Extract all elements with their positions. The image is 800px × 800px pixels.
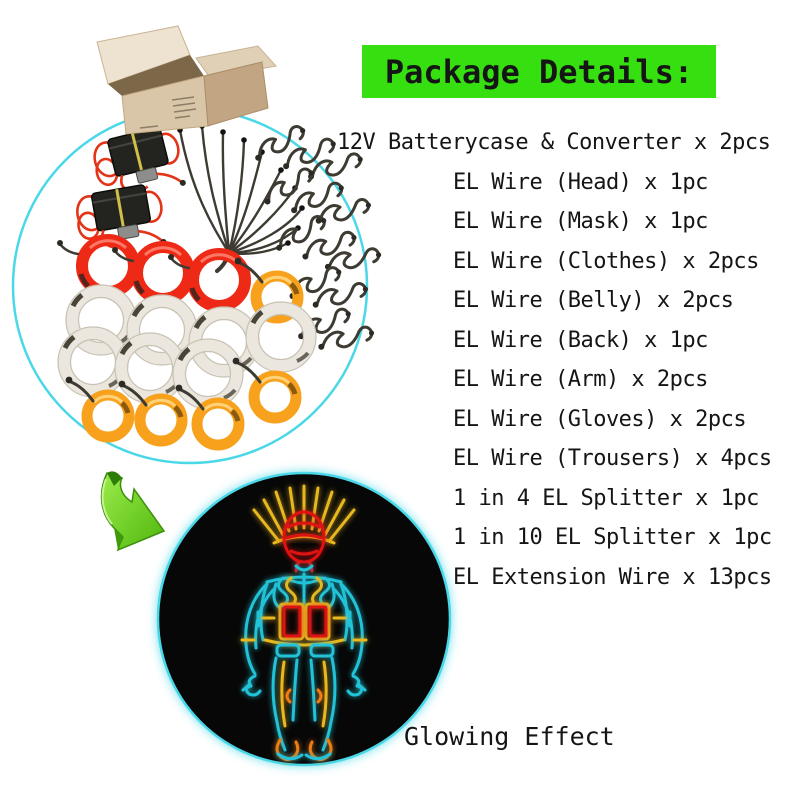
package-list-item: EL Wire (Head) x 1pc: [453, 169, 708, 195]
legs: [271, 643, 337, 752]
mask: [282, 510, 326, 573]
arms: [240, 582, 368, 697]
package-list-item: EL Wire (Arm) x 2pcs: [453, 367, 708, 392]
page-title: Package Details:: [362, 45, 716, 98]
box-print-text: [139, 96, 197, 129]
shipping-box: [96, 25, 277, 135]
glowing-effect-caption: Glowing Effect: [404, 722, 615, 751]
green-curved-arrow: [100, 471, 166, 552]
package-list-item: 12V Batterycase & Converter x 2pcs: [337, 130, 771, 155]
package-list-item: EL Wire (Trousers) x 4pcs: [453, 446, 772, 471]
package-list-item: 1 in 4 EL Splitter x 1pc: [453, 485, 759, 511]
contents-circle-photo: [11, 107, 385, 465]
package-list-item: EL Wire (Back) x 1pc: [453, 327, 708, 353]
feet: [275, 738, 333, 761]
package-list: 12V Batterycase & Converter x 2pcs EL Wi…: [337, 123, 772, 597]
package-list-item: EL Wire (Mask) x 1pc: [453, 209, 708, 234]
glowing-circle-photo: [156, 471, 452, 767]
crown-spikes: [252, 484, 356, 545]
torso: [256, 564, 352, 647]
package-list-item: EL Wire (Belly) x 2pcs: [453, 288, 734, 313]
package-list-item: EL Wire (Gloves) x 2pcs: [453, 406, 747, 432]
package-list-item: EL Extension Wire x 13pcs: [453, 564, 772, 590]
el-splitter-harness: [177, 123, 305, 273]
glowing-costume-figure: [240, 484, 368, 761]
package-list-item: EL Wire (Clothes) x 2pcs: [453, 248, 759, 274]
package-list-item: 1 in 10 EL Splitter x 1pc: [453, 525, 772, 550]
